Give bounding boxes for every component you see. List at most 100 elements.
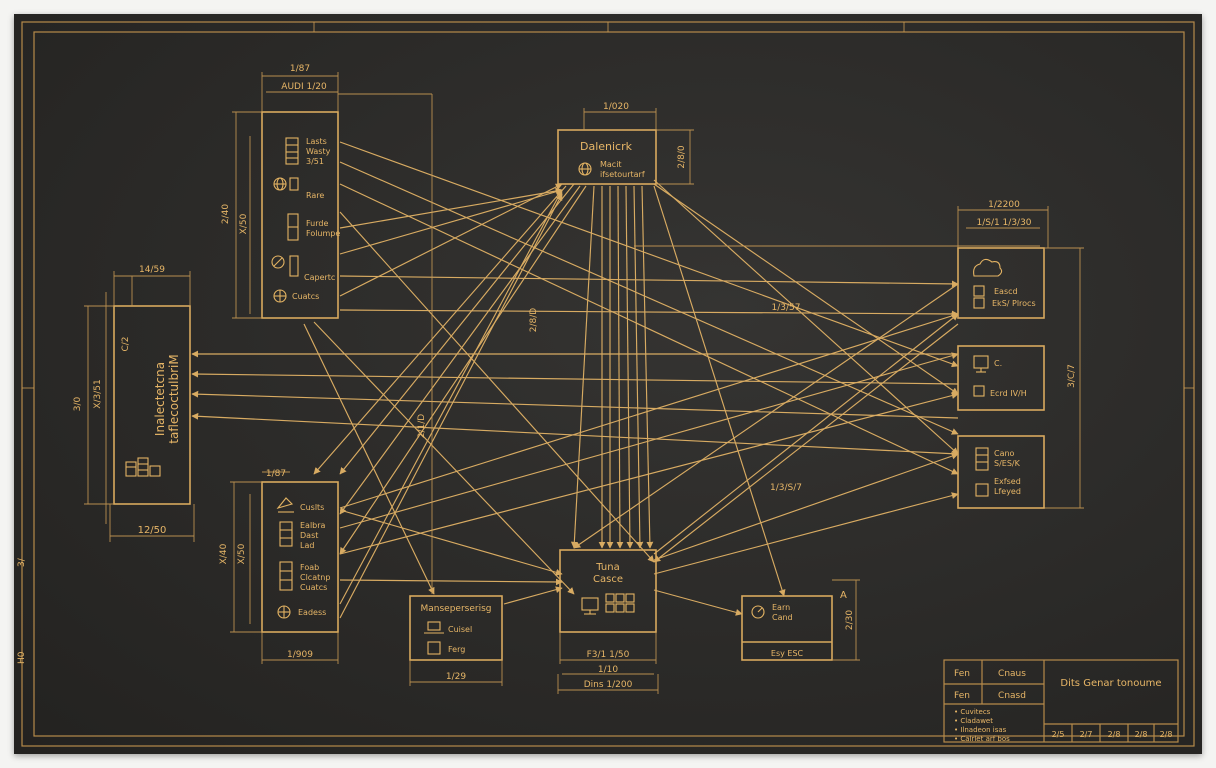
box-icon [427,641,441,655]
monitor-icon [973,355,989,373]
bc-dim-b: 1/10 [598,665,618,675]
connector-line [339,275,959,288]
tb-title: Dits Genar tonoume [1060,678,1161,689]
tb-val-2: Cnasd [998,691,1026,701]
center-top-dim-side: 2/8/0 [677,145,687,169]
annotation-a4: 1/3/S/7 [770,483,802,493]
connector-line [339,193,563,619]
connector-line [653,323,959,563]
rack-icon [279,561,293,591]
tl-row5-line1: Cuatcs [292,292,319,301]
left-tall-label-2: taflecoctulbriM [167,354,181,443]
connector-line [339,187,563,229]
square-icon [973,285,985,297]
bottom-left-dims [230,471,339,664]
node-right-bottom[interactable]: Cano S/ES/K Exfsed Lfeyed [957,435,1045,509]
bc-title-1: Tuna [595,562,619,573]
server-rack-icon [285,137,299,165]
connector-line [191,390,959,419]
connector-line [339,312,959,509]
tl-dim-side-a: 2/40 [221,204,231,224]
rack-icon [279,521,293,547]
br-corner: A [840,590,847,601]
annotation-a3: 2/1/D [417,414,427,439]
left-tall-dims [84,271,195,542]
tb-note-3: • Ilnadeon isas [954,726,1007,734]
node-right-top[interactable]: Eascd EkS/ Plrocs [957,247,1045,319]
architecture-diagram: 3/ H0 Inalectetcna taflecoctulbriM 14/59… [17,21,1195,747]
connector-line [339,189,563,605]
tb-mark-4: 2/8 [1135,730,1148,739]
bl-row4-line1: Eadess [298,608,326,617]
node-right-middle[interactable]: C. Ecrd IV/H [957,345,1045,411]
inner-frame [33,31,1185,737]
node-bottom-mid[interactable]: Manseperserisg Cuisel Ferg [409,595,503,661]
connector-line [339,185,587,555]
bc-title-2: Casce [593,574,623,585]
center-top-dims [583,108,1040,247]
br-footer: Esy ESC [771,649,804,658]
bm-title: Manseperserisg [421,604,492,614]
title-block: Fen Cnaus Fen Cnasd Dits Genar tonoume •… [943,659,1179,743]
server-icon [287,213,299,241]
rm-row1: C. [994,359,1002,368]
rack-icon [125,457,161,477]
tl-dim-top-b: AUDI 1/20 [281,82,327,92]
connector-line [641,185,654,549]
connector-line [339,183,563,297]
tb-note-4: • Calrlet arf bos [954,735,1010,743]
left-tall-dim-side-a: 3/0 [73,396,83,411]
connector-line [653,492,959,575]
clock-icon [751,605,765,619]
tb-mark-1: 2/5 [1052,730,1065,739]
rack-icon [975,447,989,471]
rm-row2: Ecrd IV/H [990,389,1027,398]
node-left-tall[interactable]: Inalectetcna taflecoctulbriM [113,305,191,505]
globe-icon [273,177,299,191]
connector-line [653,179,959,455]
connector-line [625,185,634,549]
square-icon [973,385,985,397]
bl-dim-bottom: 1/909 [287,650,313,660]
center-top-sub-2: ifsetourtarf [600,170,645,179]
left-tall-label-1: Inalectetcna [153,362,167,436]
rt-dim-top-b: 1/S/1 1/3/30 [976,218,1031,228]
connector-line [313,321,575,595]
connector-line [633,185,644,549]
br-dim-side: 2/30 [845,610,855,630]
node-center-top[interactable]: Dalenicrk Macit ifsetourtarf [557,129,657,185]
left-tall-dim-bottom: 12/50 [138,525,167,536]
tb-note-2: • Cladawet [954,717,993,725]
tb-val-1: Cnaus [998,669,1026,679]
tl-row2-line1: Rare [306,191,324,200]
connector-line [339,392,959,555]
tl-dim-top-a: 1/87 [290,64,310,74]
rb-row2-line2: Lfeyed [994,487,1021,496]
connector-line [616,185,624,549]
node-top-left-module[interactable]: Lasts Wasty 3/51 Rare Furde Folumpe Cape… [261,111,340,319]
margin-label-bottom: H0 [17,651,27,664]
node-bottom-left-module[interactable]: Cuslts Ealbra Dast Lad Foab Clcatnp Cuat… [261,481,339,633]
tl-dim-side-b: X/50 [239,213,249,234]
bl-dim-side-b: X/50 [237,543,247,564]
tb-mark-2: 2/7 [1080,730,1093,739]
tb-mark-3: 2/8 [1108,730,1121,739]
connector-line [653,452,959,561]
route-icon [271,255,299,277]
center-top-sub-1: Macit [600,160,622,169]
connector-line [339,161,959,435]
bottom-center-dims [557,632,659,694]
blueprint-board: 3/ H0 Inalectetcna taflecoctulbriM 14/59… [14,14,1202,754]
annotation-a2: 2/8/D [529,308,539,333]
rb-row1-line2: S/ES/K [994,459,1021,468]
top-left-dims [232,72,433,594]
node-bottom-center[interactable]: Tuna Casce [559,549,657,633]
bl-dim-top: 1/87 [266,469,286,479]
square-icon [973,297,985,309]
left-tall-dim-side-b: X/3/51 [93,379,103,408]
globe-icon [578,162,592,176]
node-bottom-right[interactable]: Earn Cand Esy ESC [741,595,833,661]
tl-row4-line1: Capertc [304,273,335,282]
bl-row2-line3: Lad [300,541,314,550]
connectors [191,141,959,619]
